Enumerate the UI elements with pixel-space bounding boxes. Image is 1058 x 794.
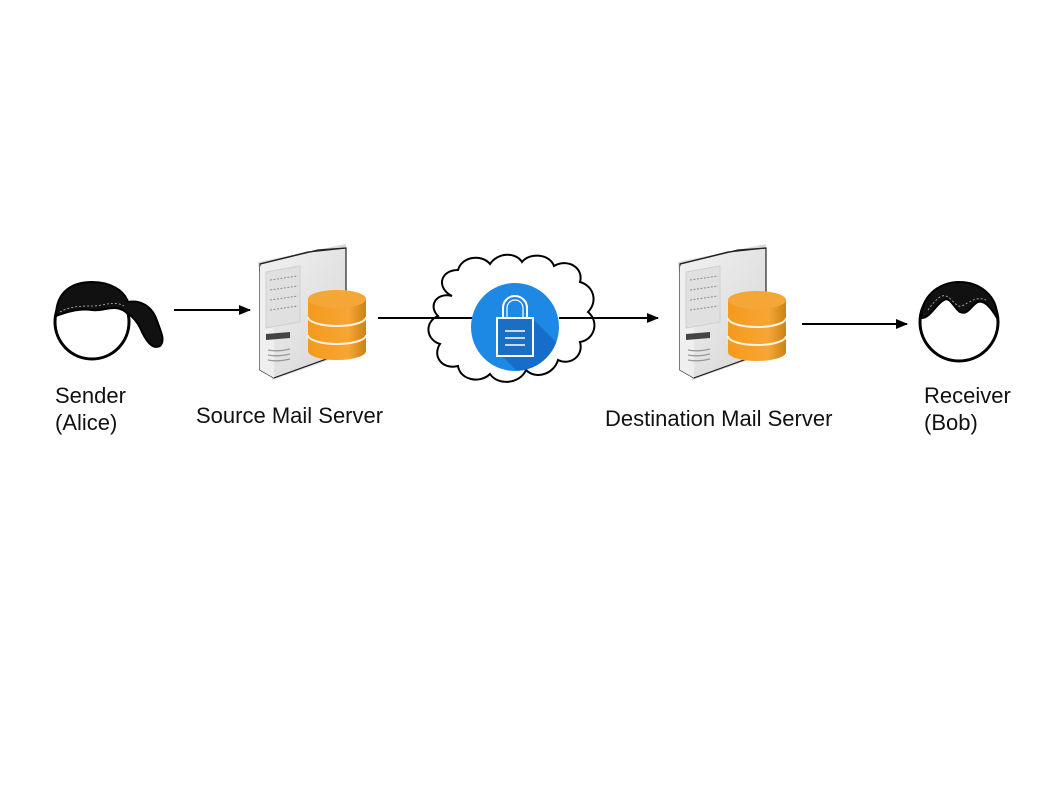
sender-label: Sender (Alice) [55,382,126,436]
receiver-label-alias: (Bob) [924,410,978,435]
source-database-icon [307,289,367,361]
source-server-label: Source Mail Server [196,403,384,428]
sender-label-name: Sender [55,383,126,408]
sender-label-alias: (Alice) [55,410,118,435]
sender-person-icon [53,280,164,361]
receiver-label-name: Receiver [924,383,1011,408]
receiver-person-icon [918,280,1000,363]
destination-server-label: Destination Mail Server [605,406,833,431]
destination-database-icon [727,290,787,362]
receiver-label: Receiver (Bob) [924,382,1011,436]
